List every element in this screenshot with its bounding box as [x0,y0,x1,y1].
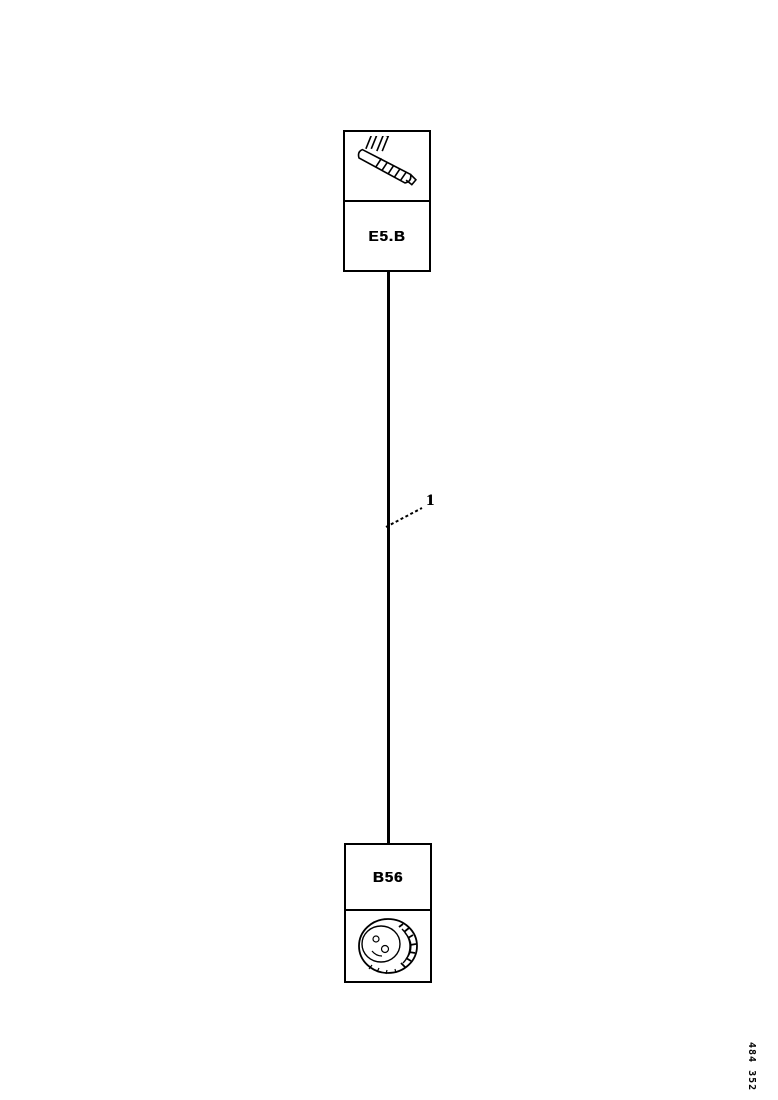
crimp-terminal-icon [349,136,425,196]
drawing-number: 484 352 [746,1042,757,1092]
top-connector-box: E5.B [343,130,431,272]
top-connector-label: E5.B [368,227,406,245]
wire-callout-label: 1 [426,492,434,509]
callout-leader-line [385,507,423,528]
round-connector-icon [352,913,424,979]
bottom-connector-box: B56 [344,843,432,983]
bottom-connector-label: B56 [372,868,404,886]
